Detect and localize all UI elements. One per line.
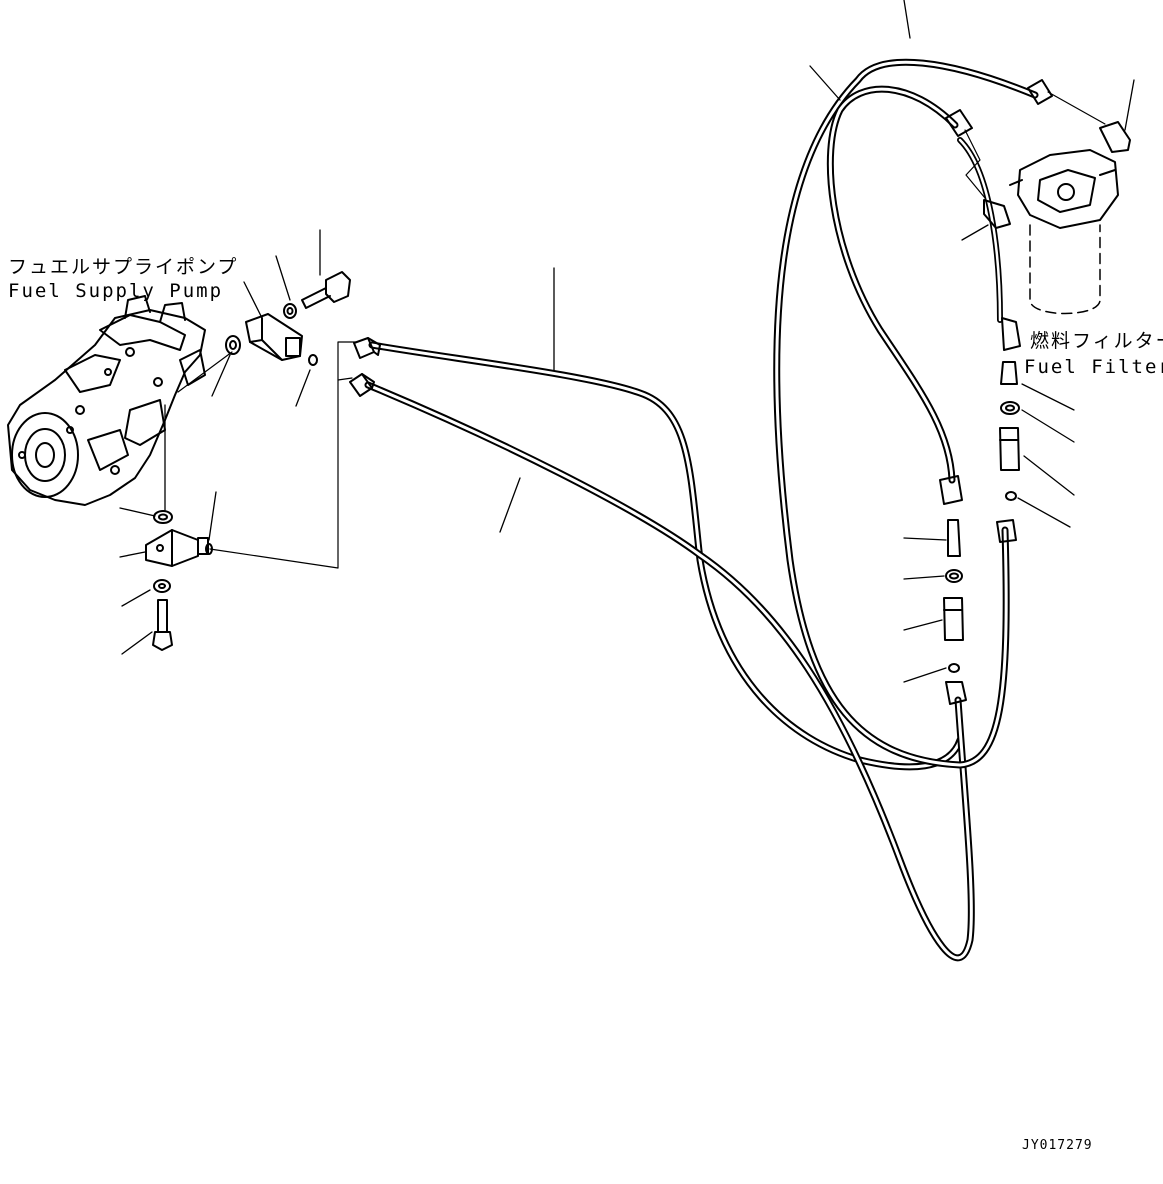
filter-return-hose [773,58,1039,769]
lower-hose [364,381,975,962]
upper-o-ring [308,354,318,366]
upper-elbow-fitting [245,313,303,361]
lower-elbow-fitting [145,529,209,567]
drawing-id: JY017279 [1022,1138,1093,1153]
right-connector [1000,361,1018,385]
upper-washer [283,303,297,319]
upper-bolt [301,271,351,309]
mid-fitting [943,597,964,641]
hose-end-nut-right [996,519,1017,543]
right-fitting [999,427,1020,471]
hose-end-nut-lower [945,681,967,705]
hose-end-nut-left-top [353,337,381,359]
right-o-ring [1005,491,1017,501]
lower-bolt [152,599,173,651]
pump-label-japanese: フュエルサプライポンプ [8,256,239,278]
lower-gasket [153,510,173,524]
hose-end-nut-mid [939,475,963,505]
filter-elbow-left [983,199,1011,229]
upper-gasket [225,335,241,355]
filter-elbow-top [1099,121,1131,153]
hose-end-nut-filter-1 [1027,79,1053,105]
pump-label-english: Fuel Supply Pump [8,280,224,302]
mid-connector [947,519,961,557]
mid-o-ring [948,663,960,673]
mid-washer [945,569,963,583]
filter-short-hose [957,137,1003,323]
lower-washer [153,579,171,593]
leader-lines [119,0,1135,683]
hose-end-nut-left-bottom [349,373,375,397]
filter-outlet-elbow [1001,317,1021,351]
right-washer [1000,401,1020,415]
filter-inlet-hose [826,85,959,484]
filter-label-japanese: 燃料フィルター [1030,330,1163,352]
upper-hose [368,341,964,771]
hose-end-nut-filter-2 [945,109,973,137]
filter-label-english: Fuel Filter [1024,356,1163,378]
fuel-filter [1009,149,1119,315]
fuel-supply-pump [7,295,206,506]
